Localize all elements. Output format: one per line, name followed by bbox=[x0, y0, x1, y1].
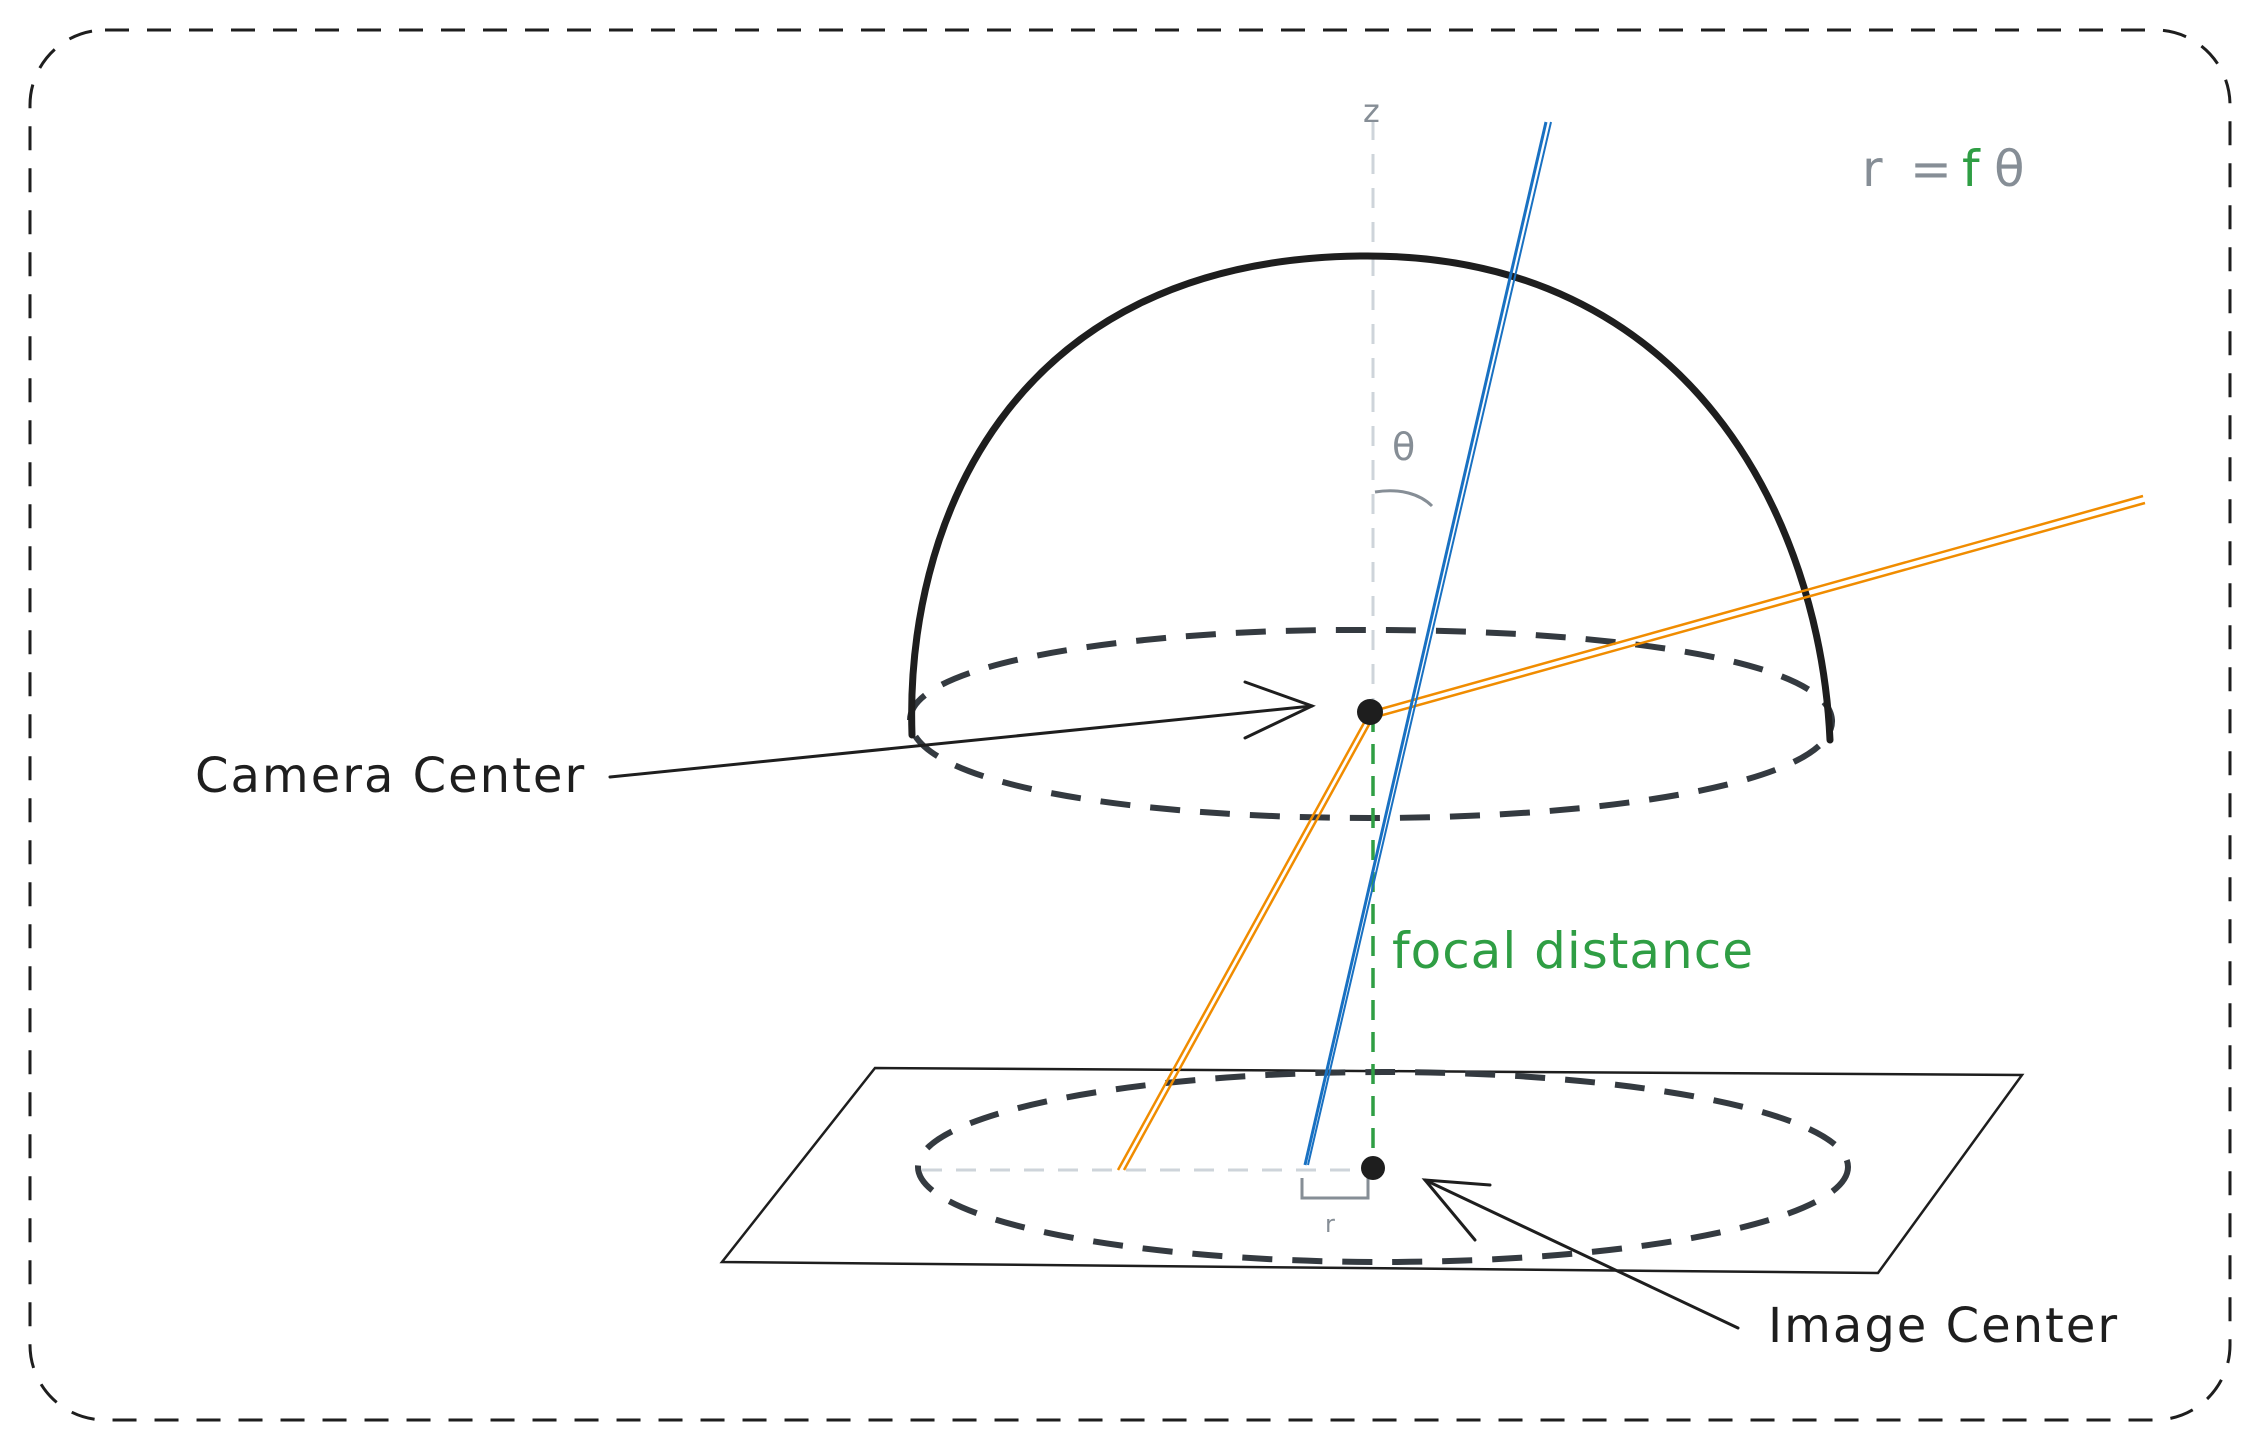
formula: r = f θ bbox=[1862, 140, 2025, 198]
image-center-arrow bbox=[1421, 1178, 1740, 1330]
blue-ray bbox=[1303, 121, 1552, 1166]
outer-frame bbox=[28, 28, 2232, 1422]
focal-distance-label: focal distance bbox=[1392, 922, 1754, 980]
camera-center-arrow bbox=[608, 680, 1316, 779]
image-circle bbox=[915, 1069, 1851, 1265]
image-center-label: Image Center bbox=[1768, 1298, 2119, 1354]
camera-center-label: Camera Center bbox=[195, 748, 586, 804]
r-bracket-label: r bbox=[1325, 1210, 1335, 1238]
image-plane bbox=[719, 1066, 2025, 1275]
formula-f: f bbox=[1962, 140, 1981, 198]
image-center-dot bbox=[1361, 1156, 1385, 1180]
formula-r: r bbox=[1862, 140, 1883, 198]
hemisphere-dome bbox=[908, 252, 1834, 744]
theta-label: θ bbox=[1392, 425, 1415, 469]
formula-equals: = bbox=[1910, 140, 1952, 198]
orange-ray bbox=[1116, 494, 2146, 1171]
theta-arc bbox=[1374, 489, 1434, 508]
camera-center-dot bbox=[1357, 699, 1383, 725]
z-axis-label: z bbox=[1363, 92, 1380, 130]
r-bracket bbox=[1300, 1178, 1370, 1200]
formula-theta: θ bbox=[1994, 140, 2025, 198]
